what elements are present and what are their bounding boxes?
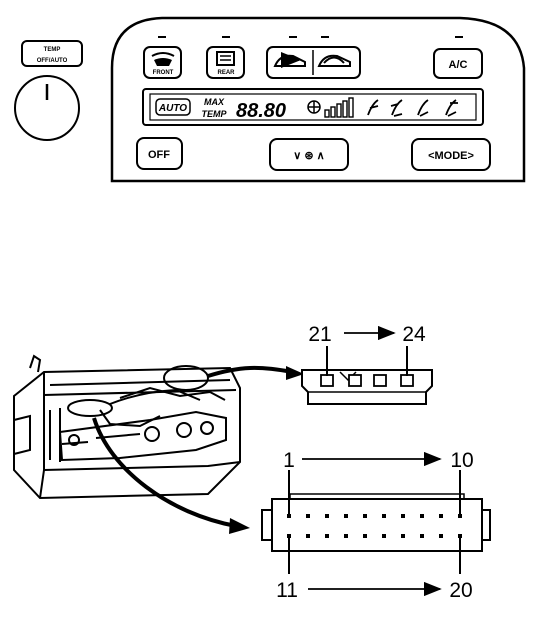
air-intake-buttons[interactable] [266, 46, 361, 79]
off-button-label: OFF [148, 149, 170, 161]
label-pin-1: 1 [283, 449, 295, 472]
foot-defrost-icon [445, 99, 458, 117]
temp-switch-label-line2: OFF/AUTO [37, 58, 68, 64]
recirculate-car-icon [317, 54, 351, 67]
temp-knob[interactable] [14, 75, 80, 141]
temp-label: TEMP [201, 109, 227, 119]
label-pin-21: 21 [308, 323, 331, 346]
pin-22 [348, 374, 362, 387]
fan-speed-button[interactable]: ∨ ⊛ ∧ [269, 138, 349, 171]
label-pin-20: 20 [449, 579, 472, 602]
rear-defog-icon [216, 51, 235, 66]
lcd-display: AUTO MAX TEMP 88.80 [142, 88, 484, 126]
pin-21 [320, 374, 334, 387]
label-pin-24: 24 [402, 323, 426, 346]
ac-button[interactable]: A/C [433, 48, 483, 79]
temp-switch: TEMP OFF/AUTO [14, 40, 83, 141]
airflow-mode-icons [367, 99, 458, 117]
max-label: MAX [204, 97, 225, 107]
rear-defog-button[interactable]: REAR [206, 46, 245, 79]
connector-21-24: 21 24 [301, 323, 433, 405]
pin-row-top [287, 514, 462, 518]
pin-24 [400, 374, 414, 387]
front-defrost-icon [151, 52, 175, 57]
connector-body [271, 498, 483, 552]
off-button[interactable]: OFF [136, 137, 183, 170]
front-defrost-icon-base [154, 58, 172, 66]
label-pin-10: 10 [450, 449, 473, 472]
fan-button-label: ∨ ⊛ ∧ [293, 150, 324, 162]
ac-button-label: A/C [449, 59, 468, 71]
mode-button[interactable]: <MODE> [411, 138, 491, 171]
foot-vent-icon [417, 99, 429, 117]
fan-icon [307, 100, 321, 114]
temperature-readout: 88.80 [236, 100, 286, 122]
auto-indicator: AUTO [158, 103, 187, 114]
mode-button-label: <MODE> [428, 150, 474, 162]
recirculate-arrow-icon [323, 56, 345, 64]
temp-switch-label-box [21, 40, 83, 67]
large-connector-pointer [92, 417, 237, 528]
auto-indicator-box [155, 98, 191, 116]
control-unit-housing [13, 354, 241, 500]
pin-row-bottom [287, 534, 462, 538]
rear-button-label: REAR [217, 70, 235, 76]
front-defrost-button[interactable]: FRONT [143, 46, 182, 79]
pin-23 [373, 374, 387, 387]
temp-switch-label-line1: TEMP [44, 47, 61, 53]
small-connector-pointer [207, 365, 293, 378]
face-vent-icon [367, 99, 379, 116]
fan-speed-bars [324, 97, 354, 118]
large-connector-callout [67, 399, 113, 417]
connector-1-20: 1 10 11 20 [261, 449, 491, 602]
climate-control-panel: FRONT REAR A/C AUTO [110, 16, 526, 183]
bi-level-icon [390, 99, 403, 117]
small-connector-callout [163, 365, 209, 391]
front-button-label: FRONT [153, 70, 174, 76]
label-pin-11: 11 [276, 579, 298, 602]
